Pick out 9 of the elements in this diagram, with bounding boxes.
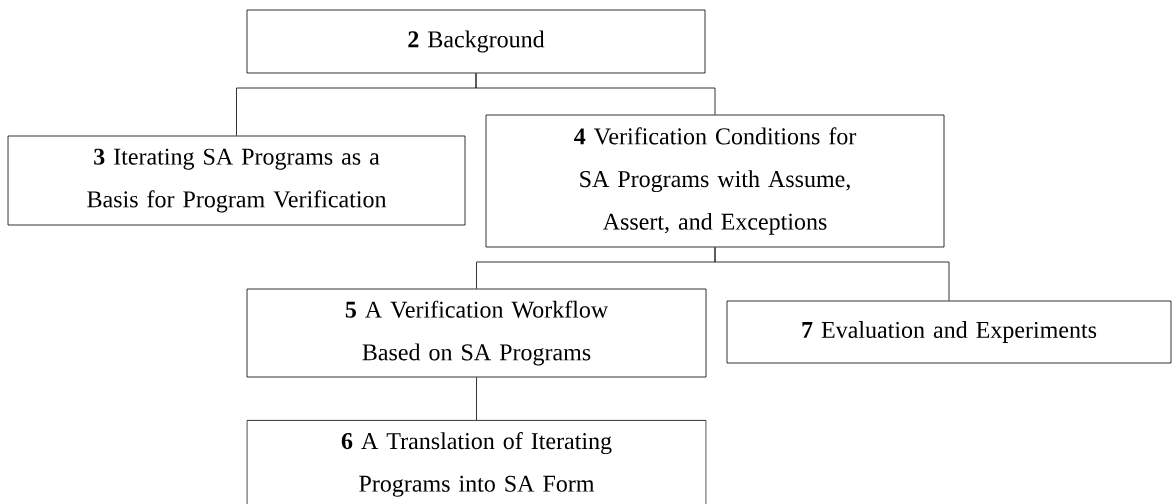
section-box: 2 Background: [246, 9, 706, 74]
section-box: 4 Verification Conditions for SA Programs with Assume, Assert, and Exceptions: [485, 114, 945, 248]
connector-line: [476, 377, 477, 421]
section-box: 5 A Verification Workflow Based on SA Programs: [246, 288, 707, 378]
connector-line: [475, 73, 716, 115]
connector-line: [714, 247, 950, 301]
section-box: 7 Evaluation and Experiments: [726, 300, 1172, 364]
section-box: 6 A Translation of Iterating Programs into SA Form: [246, 420, 707, 504]
section-box: 3 Iterating SA Programs as a Basis for Program Verification: [7, 135, 466, 226]
